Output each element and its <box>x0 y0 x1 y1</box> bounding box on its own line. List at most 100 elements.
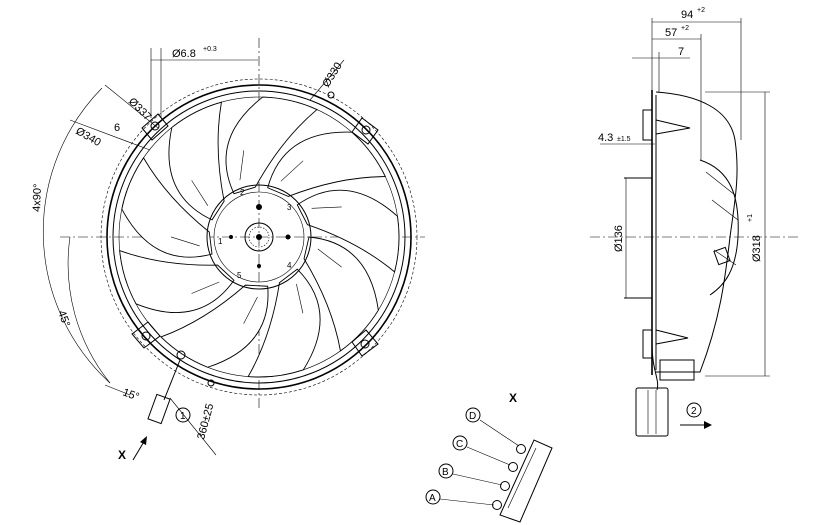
blade-rib <box>243 296 258 324</box>
blade-rib <box>191 281 220 294</box>
hub-hole-top <box>256 204 262 210</box>
blade-rib <box>191 180 209 206</box>
blade-rib <box>317 248 342 268</box>
d68-tolerance: +0.3 <box>203 46 217 53</box>
d340-label: Ø340 <box>74 125 103 149</box>
blade-rib <box>170 236 200 247</box>
dim94-tol: +2 <box>697 7 705 14</box>
dim94-label: 94 <box>681 9 693 21</box>
front-view: 2 3 4 5 1 Ø6.8 +0.3 <box>31 38 425 462</box>
flow-ref-label: 2 <box>691 406 697 417</box>
blade-profile-outer <box>655 91 738 373</box>
cable <box>163 359 181 401</box>
hub-outer <box>206 184 312 290</box>
dim43-tol: ±1.5 <box>617 136 631 143</box>
cable-connector <box>147 393 171 425</box>
fan-blade <box>296 189 400 273</box>
dim57-label: 57 <box>665 27 677 39</box>
dim136-label: Ø136 <box>613 225 625 252</box>
side-clip-bottom <box>655 329 689 345</box>
mount-lug-bottom-right <box>351 329 379 357</box>
cable-length-line <box>169 397 217 456</box>
mount-lug-top-left <box>141 113 169 141</box>
dim57-tol: +2 <box>681 25 689 32</box>
angle-arc-4x90 <box>43 87 111 384</box>
side-view: 94 +2 57 +2 7 4.3 ±1.5 Ø136 Ø318 +1 2 <box>590 7 800 437</box>
fan-blade <box>121 157 213 258</box>
hub-hole-bottom <box>257 264 261 268</box>
d337-label: Ø337 <box>126 96 154 124</box>
hub-mark-2: 2 <box>240 188 245 197</box>
fan-blade <box>303 236 379 352</box>
connector-body <box>499 439 553 523</box>
d68-label: Ø6.8 <box>172 48 196 60</box>
side-clip-top <box>655 119 691 135</box>
side-cable <box>651 344 659 391</box>
six-label: 6 <box>114 122 120 134</box>
hub-center-spline <box>248 226 270 248</box>
fan-blade <box>168 101 225 221</box>
mount-hole-top <box>327 91 335 99</box>
flow-ref-bubble <box>686 402 702 418</box>
hub-center-ring <box>244 222 274 252</box>
cable-ref-label: 1 <box>180 411 186 422</box>
blade-rib <box>311 206 342 209</box>
connector-view: X D C B A <box>425 391 553 523</box>
hub-hole-right <box>285 234 291 240</box>
d330-leader <box>309 59 345 101</box>
fan-blades <box>119 96 400 378</box>
pin-d <box>516 444 526 454</box>
blade-profile-inner <box>699 159 739 296</box>
hub-mark-5: 5 <box>237 271 242 280</box>
d340-leader <box>69 119 151 151</box>
side-lug-top <box>642 109 653 141</box>
blade-rib <box>296 283 304 314</box>
pin-a-bubble <box>425 489 441 505</box>
connector-inner-edge <box>507 447 537 509</box>
pin-d-bubble <box>465 407 481 423</box>
mount-lug-bottom-left <box>131 321 161 349</box>
angle-15-label: 15° <box>121 387 141 404</box>
angle-45-label: 45° <box>55 309 72 329</box>
outer-ring-337 <box>100 78 418 396</box>
pin-c-label: C <box>456 439 463 450</box>
hub-hole-left <box>229 235 233 239</box>
blade-rib <box>280 160 304 182</box>
pin-d-label: D <box>469 411 476 422</box>
side-base-block <box>659 359 695 381</box>
pin-d-leader <box>479 419 520 447</box>
dim318-tol: +1 <box>747 214 754 222</box>
shroud-ring <box>112 90 406 384</box>
angle-15-leader <box>104 384 131 396</box>
angle-4x90-label: 4x90° <box>31 183 44 212</box>
pin-b-bubble <box>438 463 454 479</box>
mount-hole-bottom <box>176 350 186 360</box>
hub-mark-3: 3 <box>287 203 292 212</box>
fan-blade <box>267 131 387 197</box>
fan-blade <box>225 96 318 195</box>
hub-mark-1: 1 <box>218 237 223 246</box>
view-x-arrowhead <box>140 436 147 445</box>
pin-b-leader <box>452 473 503 486</box>
dim43-label: 4.3 <box>598 132 613 144</box>
blade-rib <box>239 150 245 181</box>
pin-c <box>508 462 518 472</box>
dim318-label: Ø318 <box>751 235 763 262</box>
blade-tip-mark <box>713 246 731 266</box>
dim7-label: 7 <box>678 46 684 58</box>
hub-mark-4: 4 <box>287 261 292 270</box>
blade-ribs <box>705 171 739 266</box>
pin-a-leader <box>439 498 495 506</box>
pin-b <box>500 481 510 491</box>
side-lug-bottom <box>642 329 653 359</box>
hub-inner <box>213 191 305 283</box>
cable-ref-bubble <box>175 407 191 423</box>
pin-c-bubble <box>452 435 468 451</box>
d330-label: Ø330 <box>320 60 344 89</box>
side-connector <box>635 387 669 437</box>
fan-blade <box>247 268 321 378</box>
view-x-label: X <box>118 448 126 462</box>
d337-leader <box>104 84 159 129</box>
fan-blade <box>119 249 235 313</box>
